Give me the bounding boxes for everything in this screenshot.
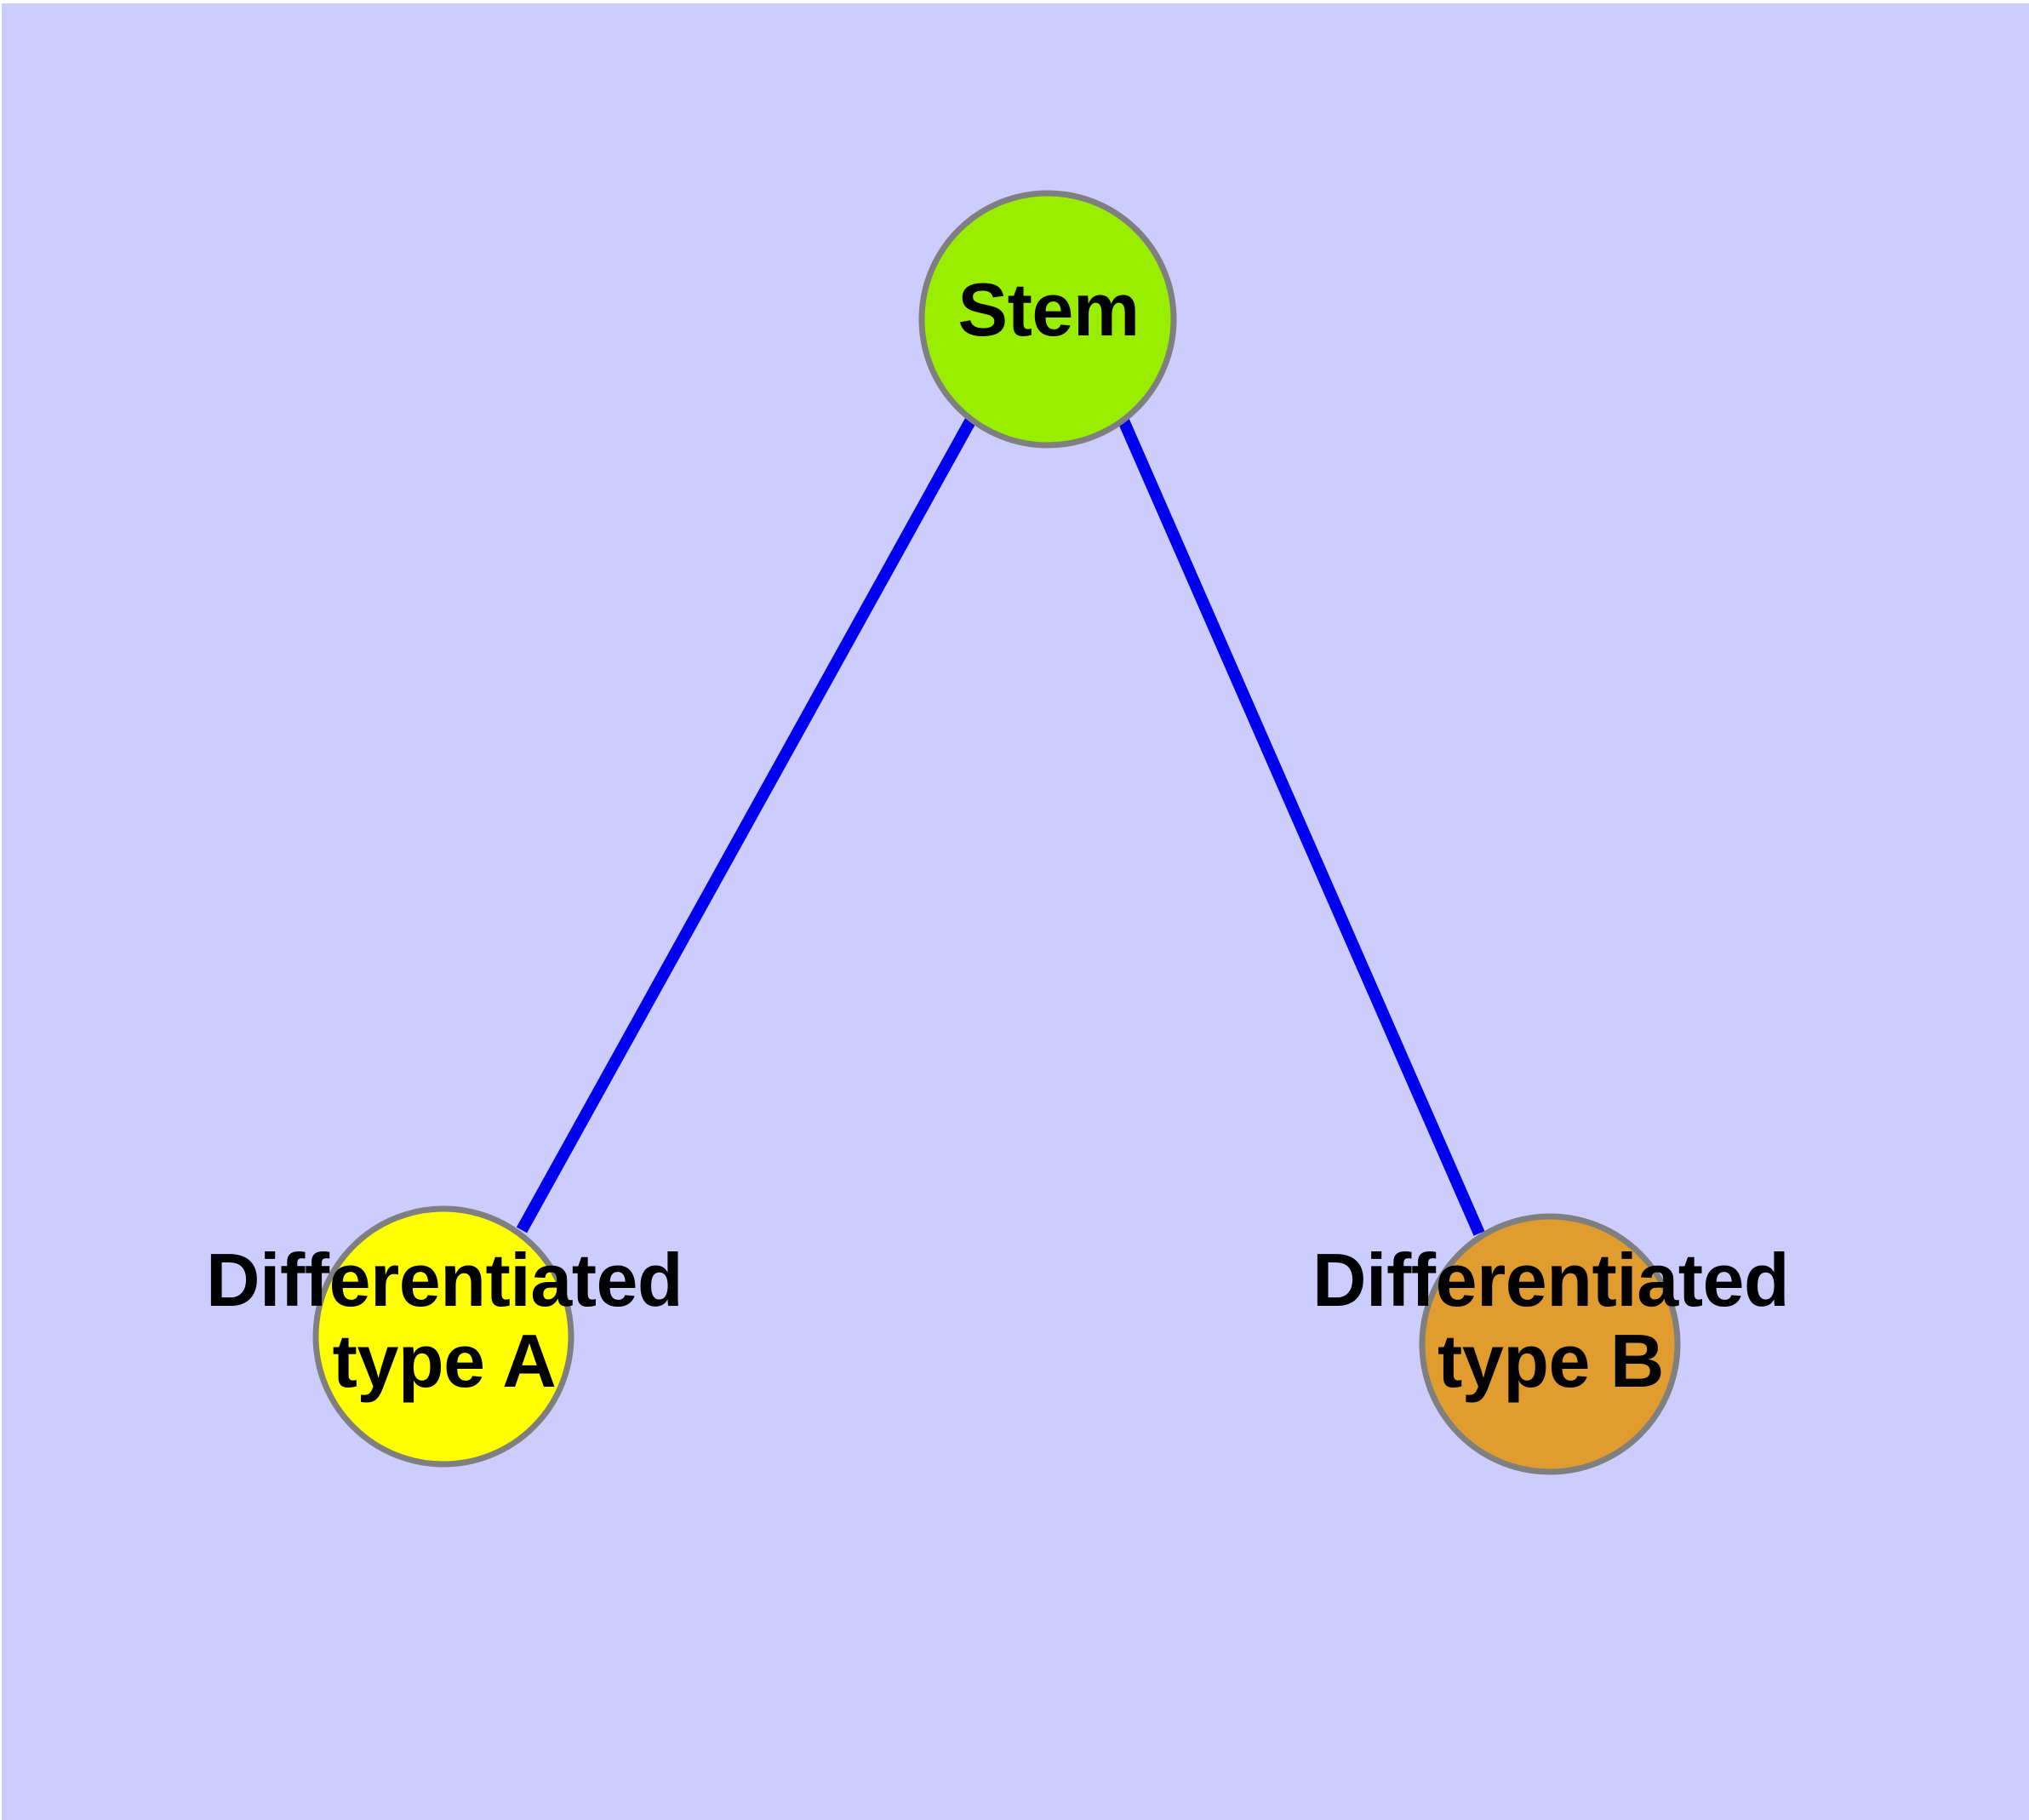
node-layer bbox=[312, 190, 1681, 1475]
edge-stem-to-differentiated-type-b[interactable] bbox=[1117, 418, 1485, 1236]
graph-svg bbox=[312, 190, 1681, 1475]
node-stem[interactable] bbox=[918, 190, 1177, 449]
node-differentiated-type-b[interactable] bbox=[1419, 1213, 1681, 1475]
edge-stem-to-differentiated-type-a[interactable] bbox=[516, 416, 977, 1233]
diagram-canvas: Stem Differentiated type A Differentiate… bbox=[2, 3, 2029, 1820]
edge-layer bbox=[516, 416, 1485, 1236]
node-differentiated-type-a[interactable] bbox=[312, 1205, 574, 1468]
